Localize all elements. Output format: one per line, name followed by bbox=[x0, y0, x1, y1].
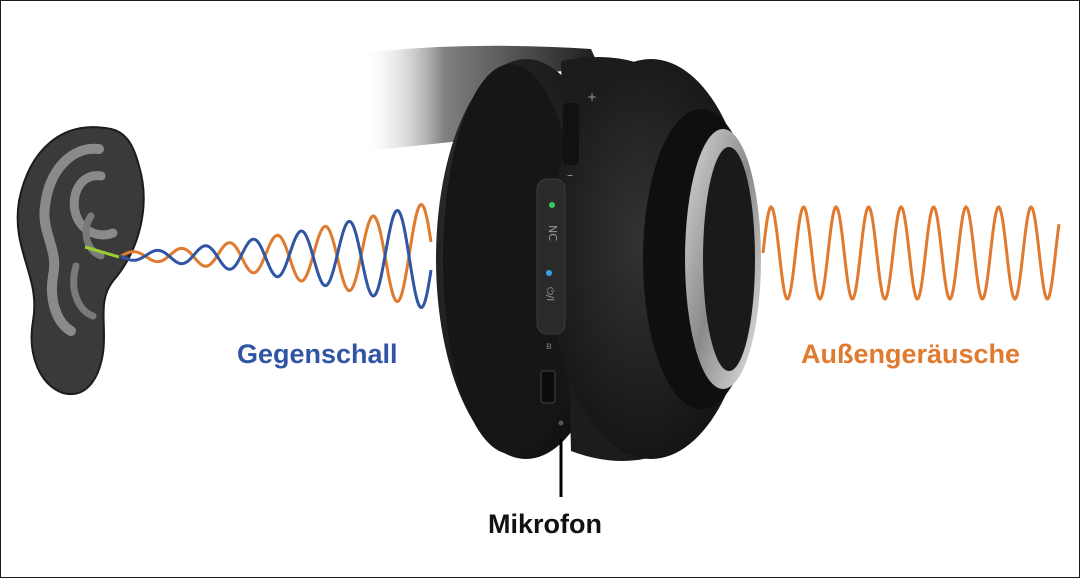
microphone-label: Mikrofon bbox=[488, 509, 602, 539]
counter-sound-label: Gegenschall bbox=[237, 339, 398, 369]
ambient-noise-label: Außengeräusche bbox=[801, 339, 1021, 369]
volume-minus-label: – bbox=[567, 168, 573, 182]
power-button-label: ⏻/I bbox=[544, 287, 555, 301]
usb-port-icon bbox=[540, 370, 556, 404]
ear-canal-tip bbox=[84, 245, 120, 259]
nc-button-label: NC bbox=[546, 225, 559, 241]
bluetooth-icon: ʙ bbox=[546, 341, 552, 352]
ear-illustration bbox=[16, 126, 145, 396]
headphone-illustration: ʙ bbox=[436, 57, 761, 461]
microphone-hole bbox=[558, 420, 564, 426]
volume-plus-label: + bbox=[587, 90, 597, 104]
counter-sound-wave bbox=[120, 208, 433, 309]
nc-led bbox=[549, 202, 555, 208]
noise-wave-near-ear bbox=[120, 203, 433, 304]
noise-wave-ambient bbox=[761, 205, 1061, 301]
power-led bbox=[546, 270, 552, 276]
